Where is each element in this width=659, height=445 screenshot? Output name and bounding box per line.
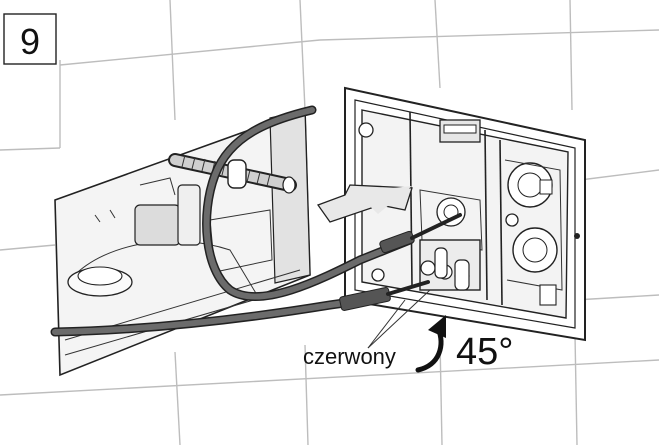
callout-lines: [367, 289, 431, 349]
step-number: 9: [20, 21, 40, 62]
step-number-box: 9: [3, 13, 57, 65]
push-direction-arrow: [316, 184, 413, 223]
wall-opening: [54, 108, 311, 377]
wire-color-label: czerwony: [303, 344, 396, 369]
threaded-rod: [168, 153, 297, 194]
rotation-arrow-icon: [415, 315, 446, 373]
mounting-frame: [344, 86, 586, 342]
rotation-angle-label: 45°: [456, 331, 513, 373]
cables: [50, 105, 462, 337]
